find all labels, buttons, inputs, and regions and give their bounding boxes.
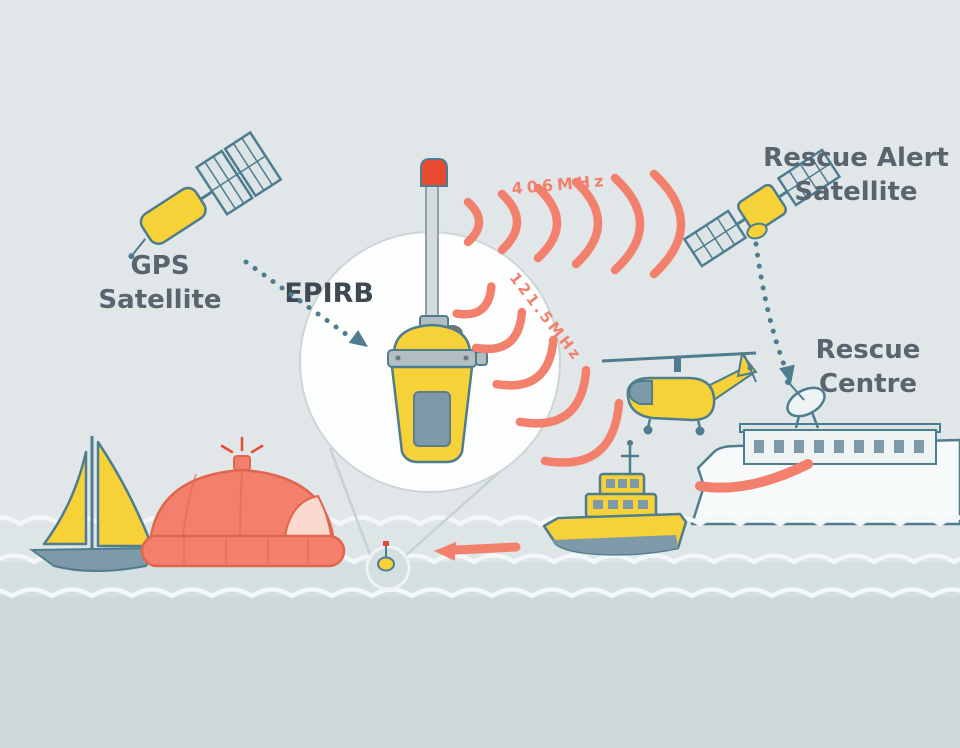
building-windows xyxy=(754,440,924,453)
tail-rotor-hub xyxy=(747,365,753,371)
satellite-body xyxy=(139,186,207,245)
front-wheel xyxy=(643,425,653,435)
epirb-magnifier: EPIRB xyxy=(284,158,561,561)
gps-satellite xyxy=(128,130,283,260)
centre-label-line1: Rescue xyxy=(816,335,921,365)
main-sail xyxy=(42,450,88,546)
raft-entrance xyxy=(282,494,334,545)
rescue-alert-satellite xyxy=(682,148,842,268)
device-top xyxy=(392,323,472,356)
cabin-windows xyxy=(593,500,648,509)
gps-label-line1: GPS xyxy=(130,251,189,281)
boat-antenna-tip xyxy=(627,440,633,446)
collar-band xyxy=(387,349,477,368)
raft-top-fitting xyxy=(233,455,251,471)
boat-to-epirb-arrow xyxy=(434,541,521,561)
satellite-to-centre-arrow xyxy=(753,241,795,384)
hull-waterline-band xyxy=(552,535,678,555)
gps-to-epirb-arrow xyxy=(243,259,368,347)
arrowhead xyxy=(779,364,795,384)
sailboat-hull xyxy=(28,546,158,572)
rear-wheel xyxy=(695,426,705,436)
life-raft xyxy=(140,436,346,568)
centre-label-line2: Centre xyxy=(819,369,917,399)
sailboat xyxy=(28,436,158,572)
epirb-label: EPIRB xyxy=(284,278,374,309)
tube-seams xyxy=(183,538,309,564)
arrowhead xyxy=(348,329,368,347)
rescue-centre xyxy=(690,379,960,526)
downlink-dish xyxy=(746,222,768,240)
antenna xyxy=(425,181,439,325)
main-rotor xyxy=(601,351,757,363)
floating-epirb xyxy=(365,541,411,591)
helicopter xyxy=(601,351,758,436)
lifeboat xyxy=(542,440,688,556)
rotor-mast xyxy=(674,358,681,372)
raft-tube xyxy=(140,534,346,568)
antenna-cap xyxy=(420,158,448,187)
mini-antenna-cap xyxy=(383,541,389,546)
wheelhouse-windows xyxy=(606,479,639,488)
cockpit-window xyxy=(628,379,653,405)
alert-label-line2: Satellite xyxy=(794,177,917,207)
side-clip xyxy=(475,351,488,366)
device-label-panel xyxy=(413,391,451,447)
rescue-route-swoosh xyxy=(695,459,813,493)
alert-label-line1: Rescue Alert xyxy=(763,143,949,173)
mini-epirb-body xyxy=(377,556,395,572)
satellite-body xyxy=(737,183,787,233)
epirb-device xyxy=(387,158,488,464)
magnifier-line-left xyxy=(328,447,374,561)
arrowhead xyxy=(434,541,457,561)
gps-label-line2: Satellite xyxy=(98,285,221,315)
strobe-light xyxy=(220,436,264,454)
